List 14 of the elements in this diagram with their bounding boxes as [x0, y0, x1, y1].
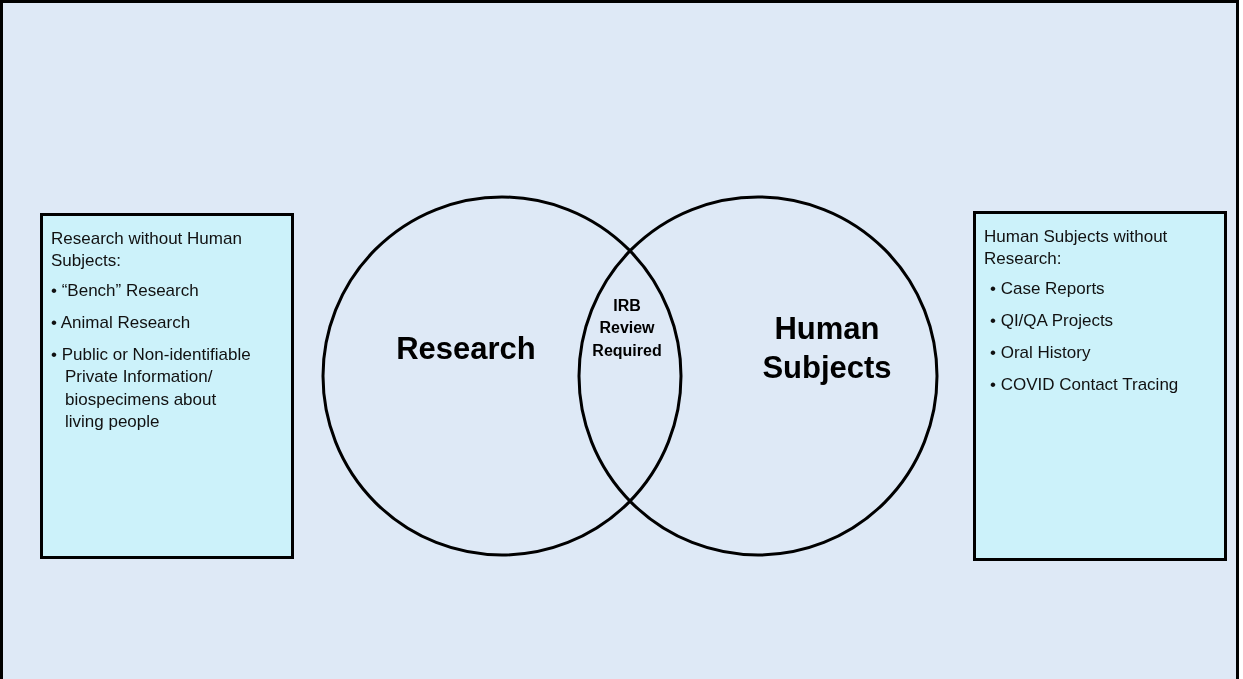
bullet-item: • Public or Non-identifiable Private Information/ biospecimens about living people — [51, 344, 251, 433]
info-box — [40, 213, 294, 559]
overlap-label: IRB Review Required — [591, 296, 663, 361]
bullet-item: • “Bench” Research — [51, 280, 200, 303]
bullet-item: • Oral History — [990, 342, 1092, 365]
bullet-item: • Case Reports — [990, 278, 1106, 301]
circle-label: Research — [395, 330, 537, 368]
box-heading: Human Subjects without Research: — [984, 226, 1169, 271]
bullet-item: • Animal Research — [51, 312, 192, 335]
bullet-item: • COVID Contact Tracing — [990, 374, 1180, 397]
circle-label: Human Subjects — [761, 310, 893, 387]
info-box — [973, 211, 1227, 561]
bullet-item: • QI/QA Projects — [990, 310, 1115, 333]
box-heading: Research without Human Subjects: — [51, 228, 243, 273]
